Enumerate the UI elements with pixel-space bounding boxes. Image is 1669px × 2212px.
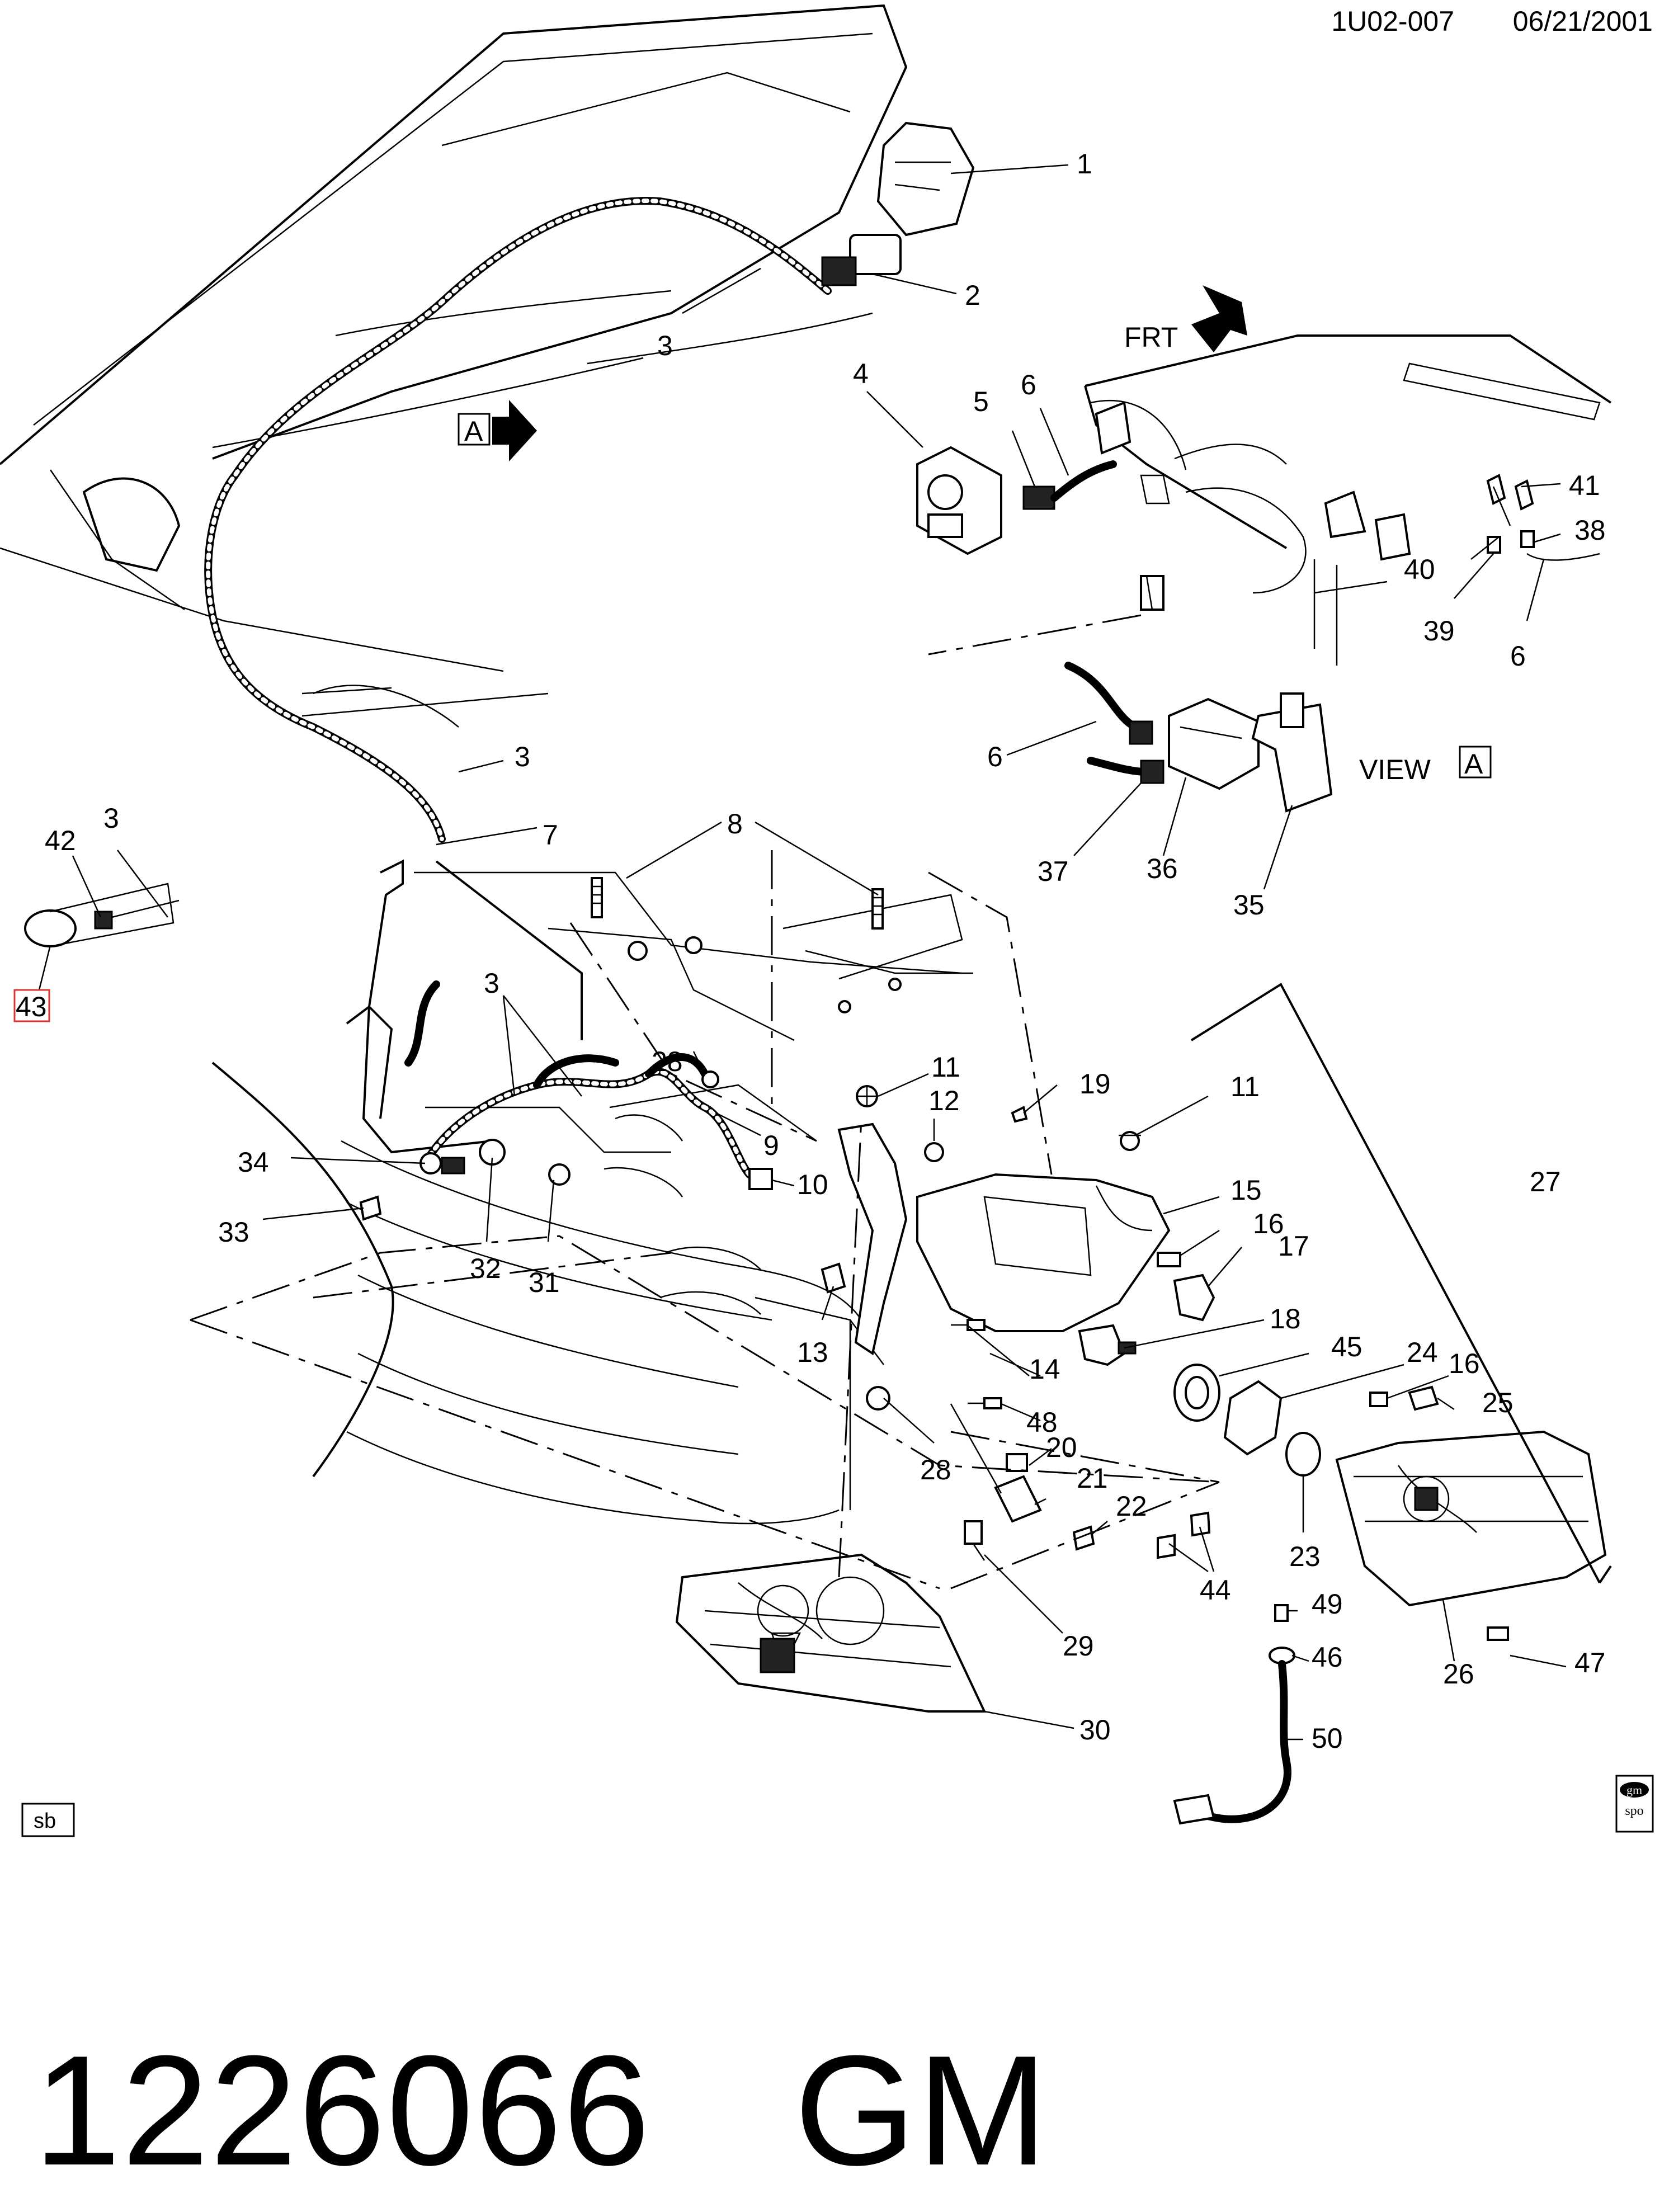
- radiator-support: [346, 859, 973, 1197]
- callout-40: 40: [1404, 554, 1435, 585]
- callout-6a: 6: [1021, 369, 1036, 400]
- callout-28a: 28: [652, 1046, 683, 1077]
- callout-13: 13: [797, 1337, 828, 1368]
- sb-badge: sb: [21, 1803, 75, 1837]
- switch-assembly: [916, 446, 1002, 555]
- callout-32: 32: [470, 1253, 501, 1284]
- callout-48: 48: [1026, 1407, 1058, 1438]
- callout-30: 30: [1079, 1714, 1111, 1746]
- small-fasteners: [950, 1319, 1211, 1559]
- callout-49: 49: [1312, 1588, 1343, 1620]
- adjuster-parts: [1078, 1252, 1439, 1477]
- callout-3c: 3: [103, 803, 119, 834]
- callout-29: 29: [1063, 1630, 1094, 1662]
- callout-4: 4: [853, 358, 869, 389]
- callout-37: 37: [1038, 856, 1069, 887]
- front-fascia: [211, 1062, 884, 1525]
- callout-8: 8: [727, 808, 743, 839]
- svg-text:sb: sb: [34, 1809, 56, 1833]
- hood-lamp-assembly: [821, 121, 975, 286]
- module-assembly: A VIEW: [1064, 662, 1492, 813]
- callout-19: 19: [1079, 1068, 1111, 1100]
- callout-28b: 28: [920, 1454, 951, 1485]
- callout-11a: 11: [931, 1051, 960, 1083]
- callout-10: 10: [797, 1169, 828, 1200]
- callout-16b: 16: [1449, 1348, 1480, 1379]
- callout-21: 21: [1077, 1463, 1108, 1494]
- brand-label: GM: [794, 2024, 1049, 2198]
- callout-36: 36: [1147, 853, 1178, 884]
- bulb-29: [964, 1520, 986, 1561]
- callout-3a: 3: [657, 330, 673, 361]
- callout-33: 33: [218, 1216, 249, 1248]
- callout-17: 17: [1278, 1230, 1309, 1262]
- callout-20: 20: [1046, 1432, 1077, 1463]
- headlamp-bracket: [821, 1085, 1171, 1411]
- headlamp-right: [1335, 1430, 1607, 1607]
- callout-45: 45: [1331, 1331, 1362, 1362]
- view-a-arrow: A: [458, 400, 537, 461]
- side-marker-lamp: [24, 883, 180, 947]
- callout-9: 9: [763, 1130, 779, 1161]
- svg-text:spo: spo: [1625, 1804, 1643, 1818]
- callout-47: 47: [1574, 1647, 1606, 1678]
- callout-22: 22: [1116, 1491, 1147, 1522]
- callout-3b: 3: [515, 741, 530, 772]
- callout-27: 27: [1530, 1166, 1561, 1197]
- leader-lines: [38, 164, 1567, 1741]
- view-label: VIEW: [1359, 754, 1431, 785]
- callout-41: 41: [1569, 470, 1600, 501]
- harness-upper: [204, 197, 832, 843]
- callout-6c: 6: [987, 741, 1003, 772]
- hood-outline: [0, 4, 908, 728]
- svg-text:A: A: [464, 416, 483, 447]
- callout-23: 23: [1289, 1541, 1321, 1572]
- callout-39: 39: [1423, 615, 1455, 647]
- diagram-code: 1U02-007: [1331, 6, 1454, 37]
- callout-5: 5: [973, 386, 989, 417]
- front-arrow: FRT: [1124, 285, 1247, 353]
- callout-44: 44: [1200, 1574, 1231, 1606]
- callout-labels: 1 2 3 3 3 3 4 5 6 6 6 7 8 9 10 11 11 12 …: [13, 148, 1606, 1754]
- view-a-box: A: [1464, 748, 1483, 780]
- callout-14: 14: [1029, 1353, 1060, 1385]
- callout-38: 38: [1574, 515, 1606, 546]
- callout-15: 15: [1230, 1175, 1262, 1206]
- callout-46: 46: [1312, 1642, 1343, 1673]
- callout-6b: 6: [1510, 640, 1526, 672]
- callout-18: 18: [1270, 1303, 1301, 1334]
- callout-50: 50: [1312, 1723, 1343, 1754]
- phantom-lines: [190, 614, 1612, 1590]
- callout-3d: 3: [484, 968, 499, 999]
- callout-1: 1: [1077, 148, 1092, 180]
- front-label: FRT: [1124, 322, 1178, 353]
- svg-text:gm: gm: [1626, 1783, 1642, 1797]
- headlamp-left: [675, 1553, 987, 1713]
- callout-43: 43: [16, 991, 47, 1022]
- callout-24: 24: [1407, 1337, 1438, 1368]
- callout-35: 35: [1233, 889, 1265, 921]
- callout-7: 7: [543, 819, 558, 851]
- gm-spo-logo: gm spo: [1615, 1775, 1654, 1833]
- callout-26: 26: [1443, 1658, 1474, 1690]
- callout-31: 31: [529, 1267, 560, 1298]
- callout-11b: 11: [1230, 1071, 1260, 1102]
- callout-16a: 16: [1253, 1208, 1284, 1239]
- connector-5: [1022, 460, 1117, 510]
- callout-34: 34: [238, 1147, 269, 1178]
- bolts-8: [591, 877, 884, 930]
- harness-lower: [359, 980, 773, 1221]
- callout-25: 25: [1482, 1387, 1514, 1418]
- cable-assembly: [1173, 1604, 1509, 1825]
- callout-12: 12: [928, 1085, 960, 1116]
- callout-42: 42: [45, 825, 76, 856]
- dash-bulbs: [1486, 474, 1600, 561]
- callout-2: 2: [965, 280, 980, 311]
- diagram-date: 06/21/2001: [1513, 6, 1653, 37]
- dashboard-view: [1084, 334, 1612, 666]
- part-number: 1226066: [34, 2024, 651, 2198]
- callout-43-highlight: [13, 989, 50, 1022]
